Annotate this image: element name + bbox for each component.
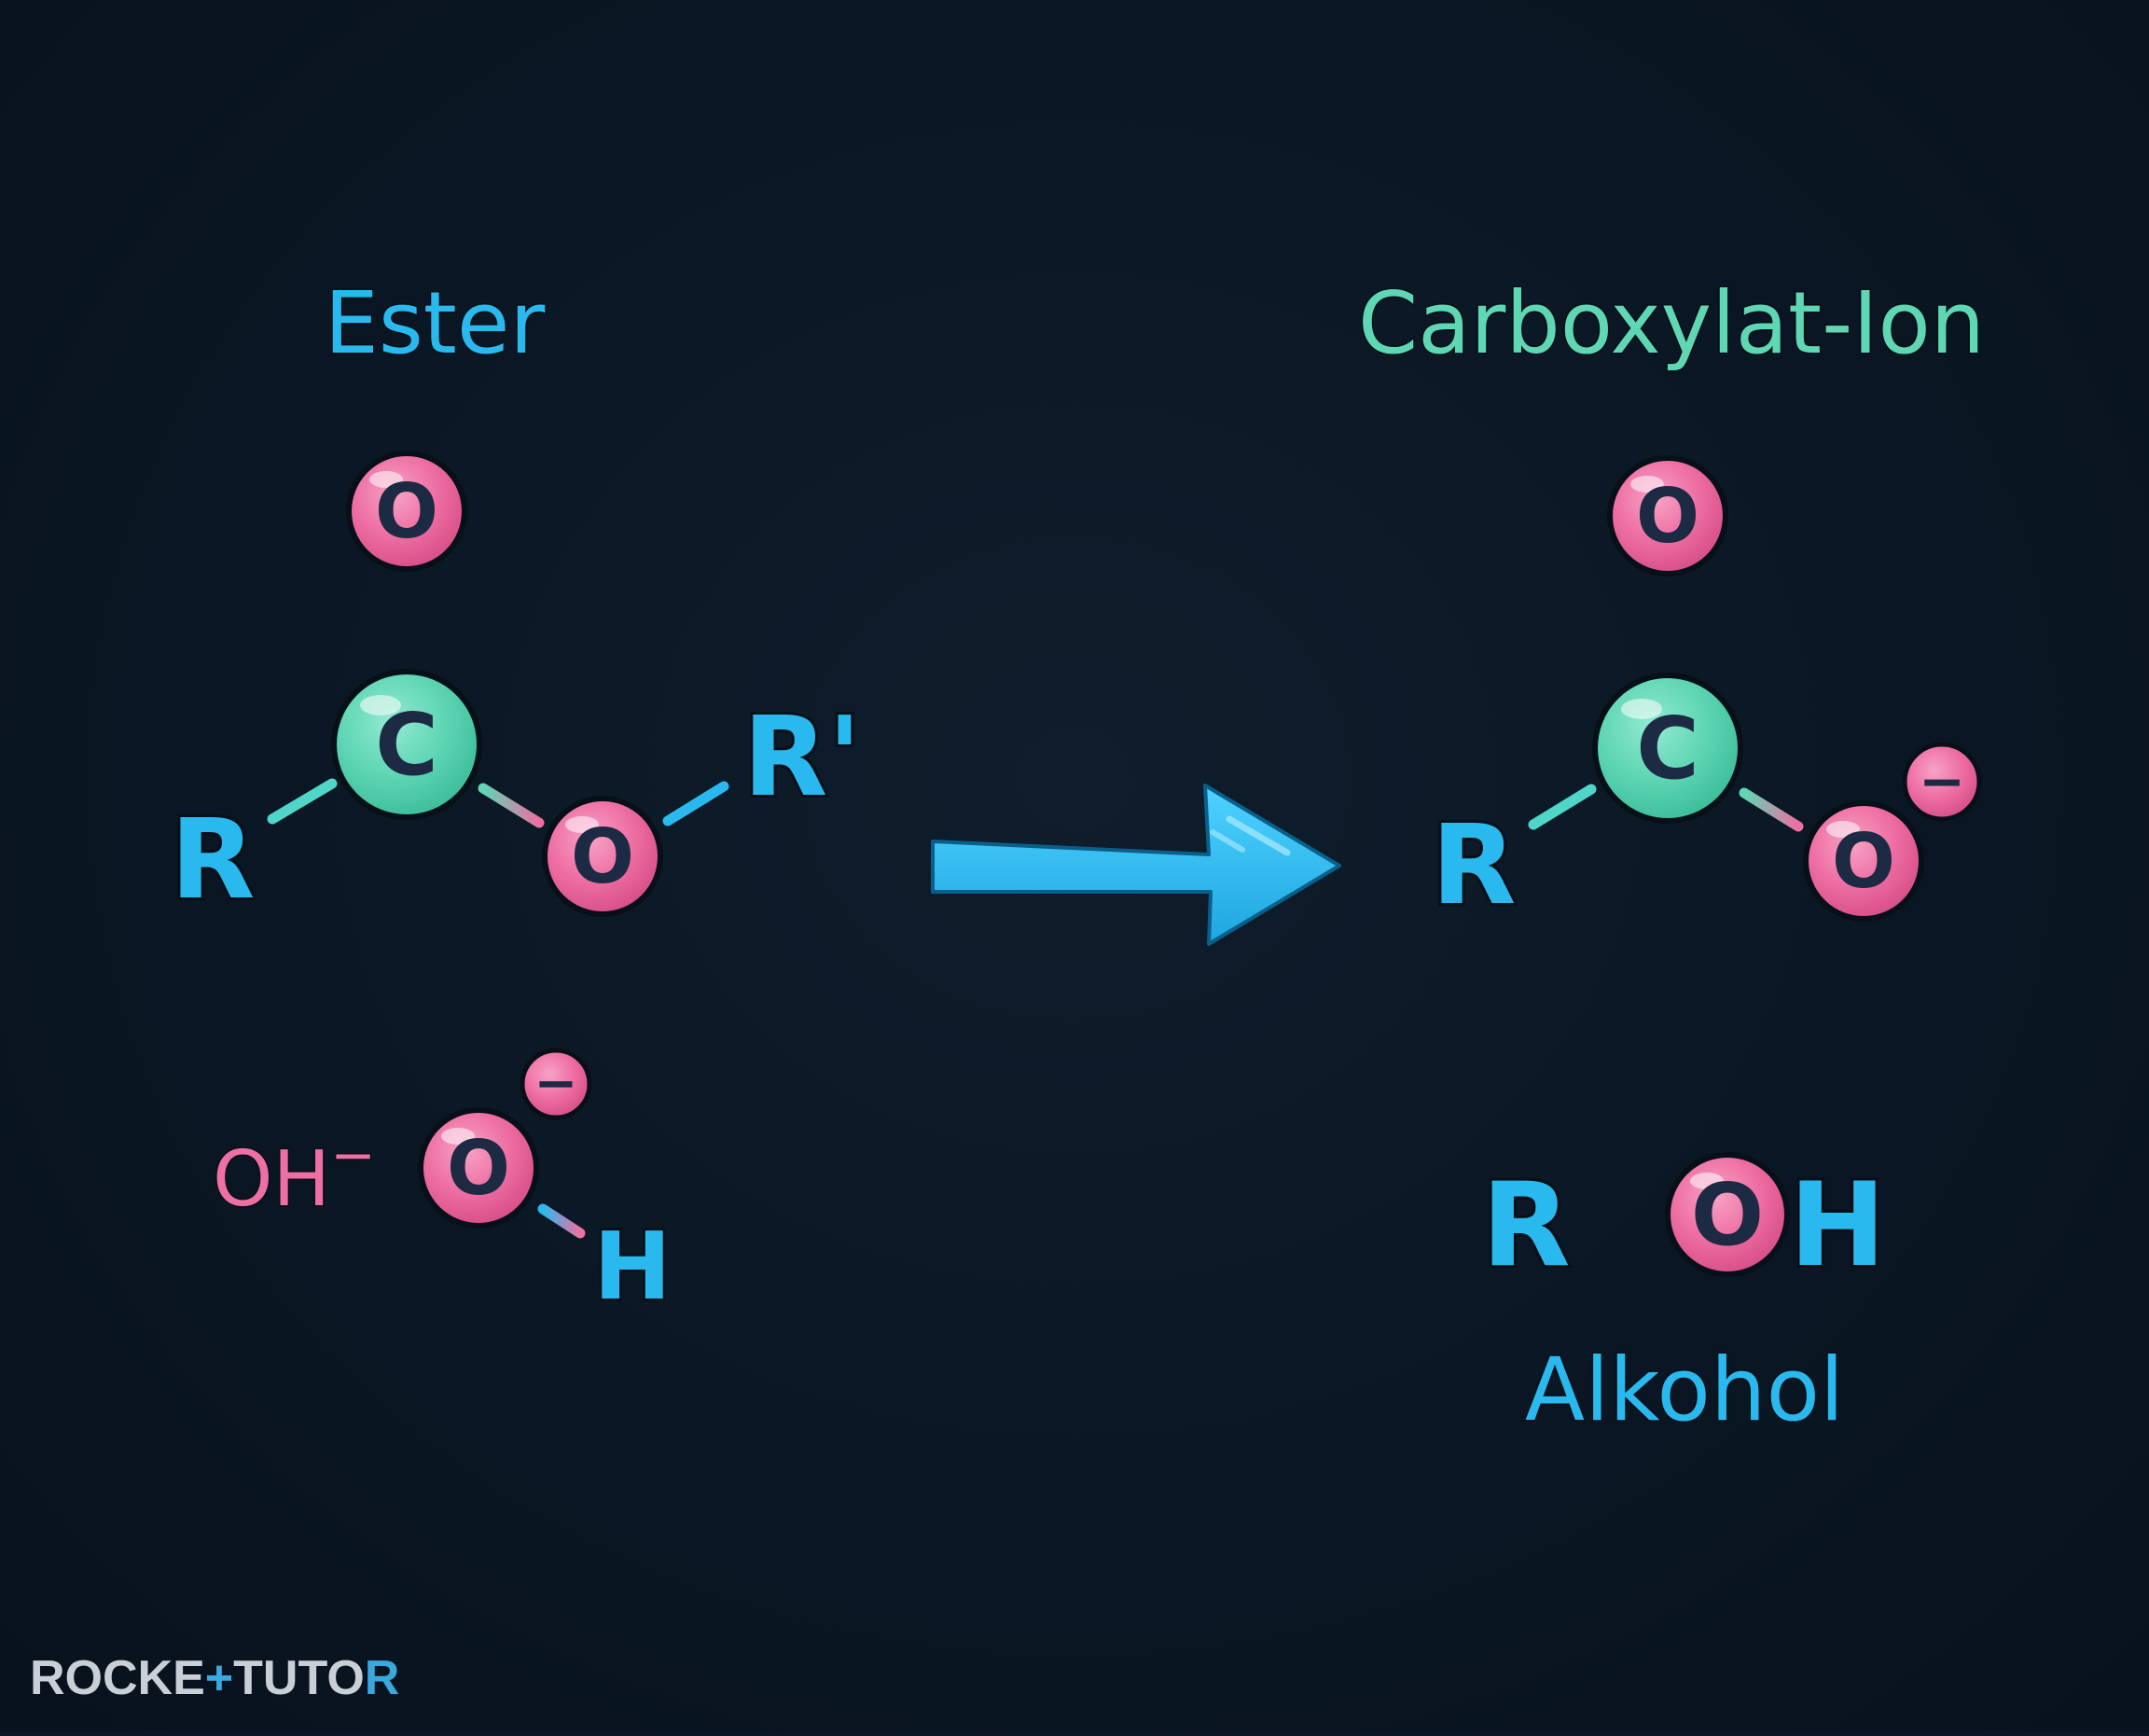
hydroxide-formula: OH− [213, 1123, 376, 1224]
alcohol-hydrogen: H [1789, 1159, 1886, 1293]
ester-bond-r-c [267, 778, 338, 825]
ester-bond-c-o [478, 783, 545, 828]
carboxylate-bond-c-o [1739, 787, 1804, 832]
hydroxide-charge-bubble: − [520, 1048, 592, 1120]
ester-oxygen-atom: O [542, 796, 663, 917]
arrow-right-icon [931, 784, 1341, 946]
hydroxide-ion: OH− O − H [212, 1048, 673, 1324]
alcohol-oxygen-label: O [1691, 1165, 1764, 1265]
carboxylate-carbon-label: C [1636, 699, 1699, 799]
carboxylate-charge-label: − [1919, 749, 1965, 814]
ester-r-group: R [171, 795, 256, 924]
rocketutor-logo: ROCKE+TUTOR [30, 1651, 399, 1705]
ester-carbon-label: C [375, 695, 438, 795]
ester-rprime-group: R' [743, 692, 862, 821]
logo-text: ROCKE+TUTOR [30, 1651, 399, 1705]
carboxylate-carbonyl-oxygen-atom: O [1607, 455, 1728, 576]
carboxylate-r-group: R [1432, 800, 1517, 929]
ester-molecule: Ester O C O R R' [168, 272, 865, 927]
alcohol-r-group: R [1481, 1159, 1570, 1293]
alcohol-oxygen-atom: O [1665, 1152, 1790, 1277]
ester-carbonyl-oxygen-atom: O [346, 451, 467, 572]
hydroxide-bond-o-h [537, 1203, 586, 1239]
alcohol-name: Alkohol [1525, 1340, 1844, 1441]
reaction-arrow [931, 784, 1341, 946]
hydroxide-charge-label: − [534, 1053, 578, 1114]
ester-title: Ester [325, 273, 546, 373]
ester-carbonyl-oxygen-label: O [375, 468, 438, 555]
carboxylate-carbon-atom: C [1592, 673, 1743, 824]
hydroxide-hydrogen: H [593, 1212, 672, 1321]
carboxylate-bond-r-c [1528, 784, 1597, 830]
hydroxide-oxygen-label: O [447, 1125, 510, 1212]
hydroxide-formula-charge: − [330, 1123, 376, 1187]
carboxylate-anion-oxygen-label: O [1832, 818, 1895, 905]
carboxylate-anion-oxygen-atom: O [1803, 800, 1924, 922]
ester-carbon-atom: C [331, 669, 482, 820]
ester-oxygen-label: O [571, 813, 634, 900]
logo-plus: + [205, 1651, 233, 1705]
hydroxide-oxygen-atom: O [418, 1107, 539, 1229]
carboxylate-carbonyl-oxygen-label: O [1636, 473, 1699, 560]
carboxylate-ion: Carboxylat-Ion O C O − R [1356, 272, 1986, 933]
carboxylate-title: Carboxylat-Ion [1358, 273, 1985, 373]
ester-bond-o-rprime [662, 781, 729, 826]
alcohol-molecule: R O H Alkohol [1478, 1152, 1889, 1443]
carboxylate-charge-bubble: − [1902, 742, 1982, 822]
